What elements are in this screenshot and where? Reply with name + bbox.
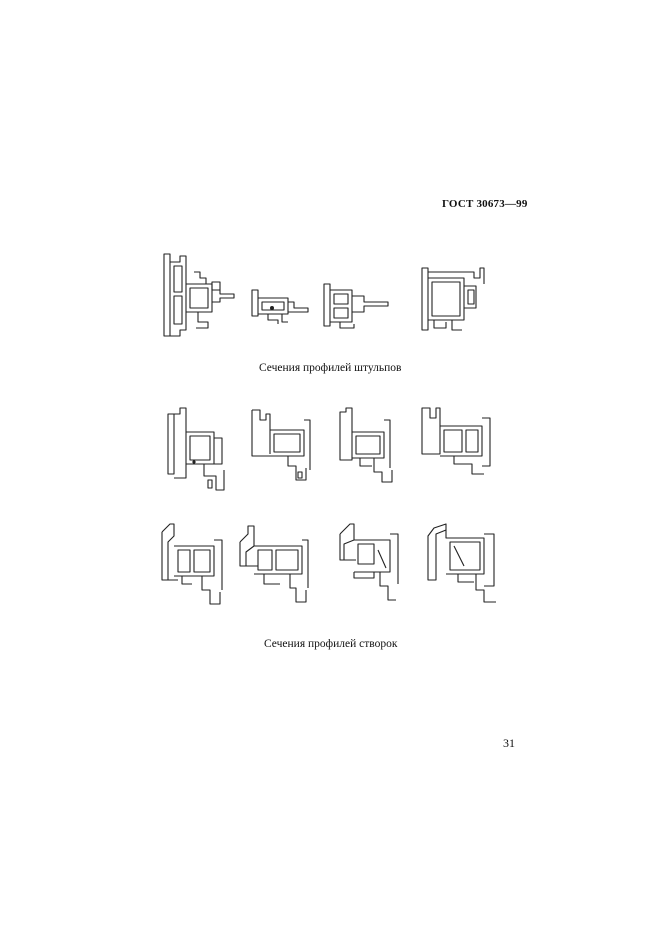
sash-profile-section-6-icon: [239, 525, 309, 603]
sash-profile-section-3-icon: [339, 407, 393, 483]
sash-profile-section-8-icon: [427, 523, 496, 603]
sash-profile-section-4-icon: [421, 407, 491, 475]
sash-profile-section-2-icon: [251, 409, 311, 481]
sash-profile-section-1-icon: [167, 407, 225, 491]
sash-profile-section-7-icon: [339, 523, 399, 601]
mullion-profile-section-2-icon: [251, 289, 309, 324]
mullion-profile-section-3-icon: [323, 283, 389, 329]
mullion-profile-section-1-icon: [163, 253, 235, 337]
sash-profiles-caption: Сечения профилей створок: [264, 638, 398, 650]
document-standard-number: ГОСТ 30673—99: [442, 198, 528, 210]
page-number: 31: [503, 736, 515, 750]
mullion-profiles-caption: Сечения профилей штульпов: [259, 362, 402, 374]
mullion-profile-section-4-icon: [421, 267, 485, 331]
sash-profile-section-5-icon: [161, 523, 223, 605]
